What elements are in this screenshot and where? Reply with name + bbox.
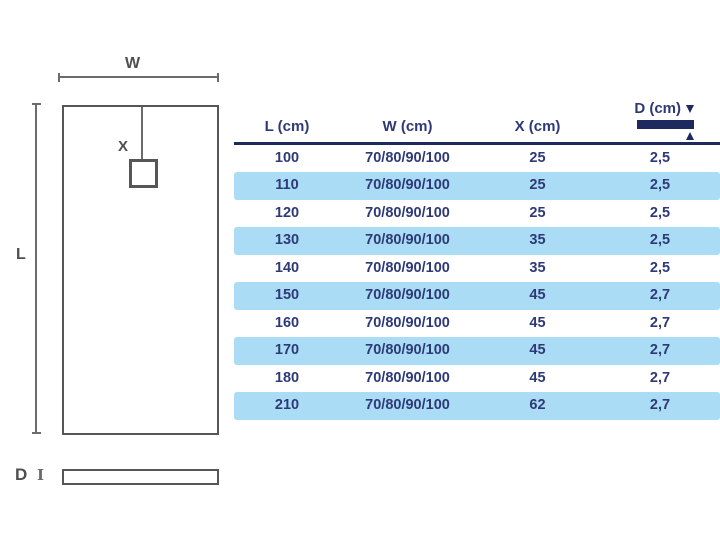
- table-cell-x: 35: [529, 232, 546, 248]
- arrow-down-icon: [686, 105, 694, 113]
- table-cell-l: 210: [274, 397, 300, 413]
- depth-dimension-label: D: [15, 465, 28, 484]
- length-dimension-label: L: [16, 246, 26, 263]
- table-cell-l: 180: [274, 369, 300, 386]
- table-row: 180 70/80/90/100 45 2,7: [234, 365, 720, 393]
- arrow-up-icon: [686, 132, 694, 140]
- table-cell-d: 2,7: [649, 287, 671, 303]
- table-cell-d: 2,5: [649, 149, 671, 166]
- table-cell-w: 70/80/90/100: [365, 259, 450, 276]
- depth-header-group: D (cm): [634, 101, 694, 140]
- drain-offset-line: [141, 107, 143, 173]
- table-row: 210 70/80/90/100 62 2,7: [234, 392, 720, 420]
- dimension-tick: [31, 103, 41, 105]
- table-cell-w: 70/80/90/100: [365, 369, 450, 386]
- table-row: 130 70/80/90/100 35 2,5: [234, 227, 720, 255]
- column-header-width: W (cm): [382, 118, 433, 135]
- depth-dimension-tick: I: [37, 466, 45, 484]
- table-cell-l: 100: [274, 149, 300, 166]
- table-cell-w: 70/80/90/100: [365, 177, 450, 193]
- table-cell-d: 2,7: [649, 369, 671, 386]
- table-cell-d: 2,7: [649, 342, 671, 358]
- table-cell-l: 130: [274, 232, 300, 248]
- depth-header-label: D (cm): [634, 100, 681, 117]
- table-row: 100 70/80/90/100 25 2,5: [234, 145, 720, 173]
- table-header-row: L (cm) W (cm) X (cm) D (cm): [234, 92, 720, 142]
- table-cell-w: 70/80/90/100: [365, 314, 450, 331]
- drain-offset-label: X: [118, 138, 129, 155]
- table-cell-d: 2,5: [649, 259, 671, 276]
- table-cell-x: 62: [529, 397, 546, 413]
- table-cell-x: 25: [529, 177, 546, 193]
- table-cell-d: 2,7: [649, 397, 671, 413]
- table-cell-x: 45: [529, 369, 546, 386]
- table-body: 100 70/80/90/100 25 2,5 110 70/80/90/100 25 2,5…: [234, 145, 720, 420]
- table-cell-w: 70/80/90/100: [365, 204, 450, 221]
- table-cell-l: 160: [274, 314, 300, 331]
- table-row: 150 70/80/90/100 45 2,7: [234, 282, 720, 310]
- table-row: 140 70/80/90/100 35 2,5: [234, 255, 720, 283]
- table-cell-x: 25: [529, 149, 546, 166]
- table-cell-x: 35: [529, 259, 546, 276]
- dimension-tick: [31, 432, 41, 434]
- table-cell-x: 45: [529, 342, 546, 358]
- length-dimension-line: [31, 103, 41, 434]
- table-cell-l: 150: [274, 287, 300, 303]
- table-cell-l: 140: [274, 259, 300, 276]
- dimension-table: L (cm) W (cm) X (cm) D (cm) 100 70/80/90/…: [234, 92, 720, 420]
- column-header-drain-offset: X (cm): [514, 118, 561, 135]
- width-dimension-label: W: [125, 55, 142, 72]
- dimension-tick: [58, 72, 60, 82]
- table-cell-d: 2,5: [649, 204, 671, 221]
- depth-header-title-row: D (cm): [634, 101, 694, 117]
- table-cell-w: 70/80/90/100: [365, 397, 450, 413]
- table-row: 120 70/80/90/100 25 2,5: [234, 200, 720, 228]
- tray-side-profile: [62, 469, 219, 485]
- dimension-tick: [217, 72, 219, 82]
- width-dimension-line: [58, 72, 219, 82]
- table-cell-x: 45: [529, 314, 546, 331]
- table-cell-d: 2,7: [649, 314, 671, 331]
- table-cell-l: 110: [275, 177, 299, 193]
- table-cell-l: 170: [274, 342, 300, 358]
- column-header-length: L (cm): [264, 118, 310, 135]
- table-cell-d: 2,5: [649, 232, 671, 248]
- table-cell-w: 70/80/90/100: [365, 342, 450, 358]
- table-cell-l: 120: [274, 204, 300, 221]
- table-cell-d: 2,5: [649, 177, 671, 193]
- depth-bar-icon: [637, 120, 694, 129]
- drain-square: [129, 159, 158, 188]
- table-row: 160 70/80/90/100 45 2,7: [234, 310, 720, 338]
- table-cell-x: 25: [529, 204, 546, 221]
- table-cell-w: 70/80/90/100: [365, 149, 450, 166]
- table-cell-w: 70/80/90/100: [365, 232, 450, 248]
- table-row: 170 70/80/90/100 45 2,7: [234, 337, 720, 365]
- table-cell-x: 45: [529, 287, 546, 303]
- table-cell-w: 70/80/90/100: [365, 287, 450, 303]
- table-header-divider: [234, 142, 720, 145]
- table-row: 110 70/80/90/100 25 2,5: [234, 172, 720, 200]
